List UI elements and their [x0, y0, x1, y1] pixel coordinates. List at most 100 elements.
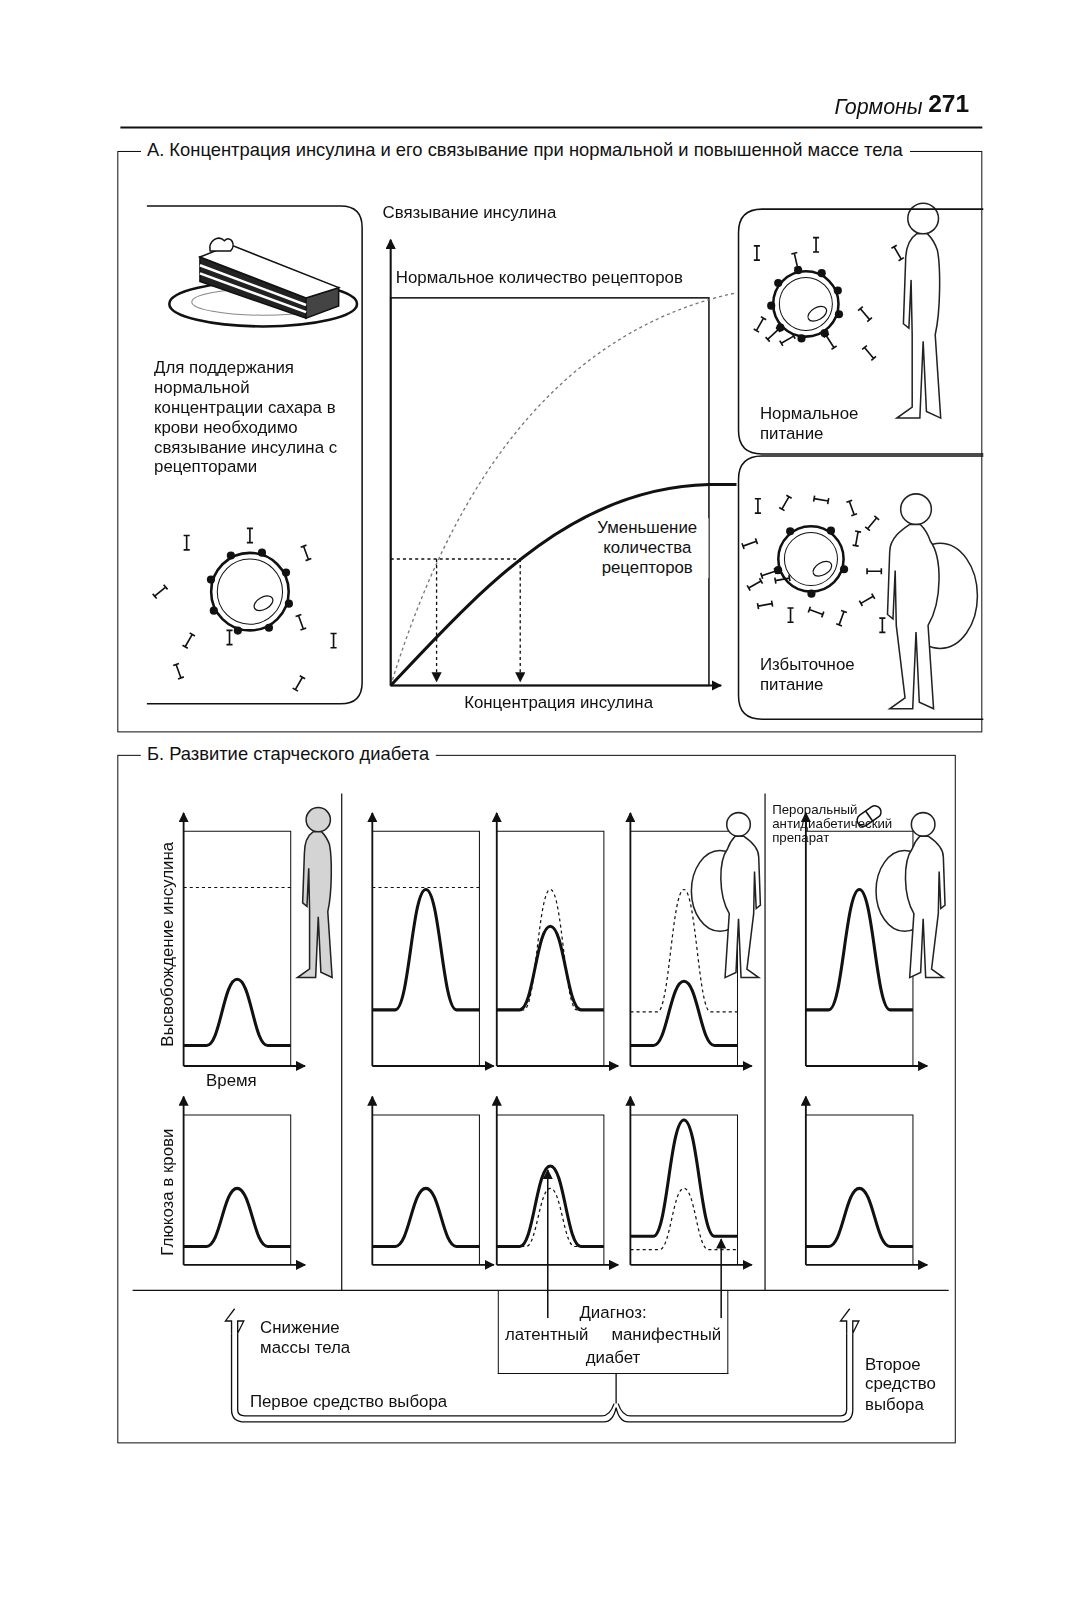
insulin-stroke: [742, 538, 758, 549]
axis-title: Связывание инсулина: [383, 203, 557, 223]
insulin-molecule: [780, 333, 795, 345]
cell-membrane: [211, 553, 289, 631]
guide-line: [391, 558, 521, 559]
head: [911, 813, 935, 837]
graph-x-axis: [806, 1065, 927, 1067]
insulin-stroke: [853, 531, 862, 546]
info-box: Для поддержания нормальной концентрации …: [147, 205, 363, 705]
person-silhouette: [897, 203, 941, 418]
insulin-molecule: [824, 334, 837, 349]
header-rule: [120, 126, 982, 128]
graph-x-axis: [184, 1065, 305, 1067]
insulin-stroke: [766, 327, 781, 341]
receptor: [210, 607, 218, 615]
insulin-curve: [630, 981, 737, 1045]
axis-title: Концентрация инсулина: [464, 693, 653, 713]
receptor: [767, 302, 775, 310]
previous-insulin-curve: [497, 889, 604, 1009]
insulin-molecule: [754, 246, 760, 260]
insulin-stroke: [226, 630, 232, 644]
insulin-molecule: [859, 594, 874, 606]
graph-y-axis: [805, 1097, 807, 1265]
glucose-curve: [497, 1166, 604, 1247]
cell-membrane: [773, 271, 838, 336]
condition-box: Нормальное питание: [738, 208, 984, 455]
insulin-stroke: [330, 633, 336, 647]
receptor: [840, 565, 848, 573]
node-text: Б. Развитие старческого диабета: [141, 744, 435, 766]
graph-x-axis: [497, 1264, 618, 1266]
graph-x-axis: [184, 1264, 305, 1266]
glucose-curve: [806, 1188, 913, 1246]
insulin-molecule: [153, 585, 168, 599]
body: [721, 836, 761, 977]
insulin-stroke: [891, 245, 903, 260]
insulin-molecule: [296, 614, 307, 630]
insulin-curve: [184, 979, 291, 1045]
person-silhouette: [888, 494, 978, 709]
reference-line: [184, 887, 291, 888]
graph-y-axis: [371, 813, 373, 1066]
cell-nucleus: [805, 303, 829, 324]
person-silhouette: [691, 813, 760, 978]
condition-box: Избыточное питание: [738, 455, 984, 720]
body: [897, 234, 941, 418]
reference-line: [372, 887, 479, 888]
person-silhouette: [876, 813, 945, 978]
insulin-molecule: [293, 676, 305, 691]
insulin-stroke: [747, 578, 762, 590]
cell-membrane: [778, 526, 843, 591]
axis-title: Глюкоза в крови: [157, 1128, 177, 1255]
insulin-stroke: [757, 601, 772, 610]
diagnosis-arrow: [720, 1239, 722, 1318]
cell-inner: [779, 277, 832, 330]
insulin-stroke: [846, 500, 857, 516]
receptor: [834, 286, 842, 294]
insulin-stroke: [824, 334, 837, 349]
insulin-stroke: [301, 545, 312, 561]
receptor: [807, 590, 815, 598]
insulin-stroke: [787, 608, 793, 622]
panel: Диагноз:латентныйманифестныйдиабетБ. Раз…: [117, 755, 955, 1444]
insulin-stroke: [755, 499, 761, 513]
insulin-stroke: [791, 253, 800, 268]
running-head: Гормоны: [834, 95, 922, 120]
insulin-molecule: [836, 610, 847, 626]
receptor: [827, 527, 835, 535]
graph-x-axis: [630, 1065, 751, 1067]
receptor: [835, 310, 843, 318]
insulin-stroke: [865, 516, 879, 531]
insulin-molecule: [757, 601, 772, 610]
node-text: Избыточное питание: [760, 655, 893, 695]
insulin-molecule: [330, 633, 336, 647]
glucose-curve: [372, 1188, 479, 1246]
insulin-molecule: [761, 568, 776, 578]
guide-line: [436, 559, 437, 681]
axis-title: Высвобождение инсулина: [157, 841, 177, 1046]
normal-binding-curve: [391, 293, 737, 686]
insulin-stroke: [182, 633, 194, 648]
curve-label: Уменьшение количества рецепторов: [587, 518, 708, 578]
graph-y-axis: [496, 813, 498, 1066]
guide-line: [520, 559, 521, 681]
insulin-molecule: [891, 245, 903, 260]
node-text: Для поддержания нормальной концентрации …: [154, 358, 358, 477]
graph-frame: [372, 1115, 479, 1265]
treatment-label: Первое средство выбора: [250, 1391, 447, 1411]
head: [901, 494, 932, 525]
node-text: Нормальное питание: [760, 404, 893, 444]
insulin-molecule: [766, 327, 781, 341]
graph-frame: [184, 1115, 291, 1265]
box-outline-path: [739, 209, 984, 454]
diagnosis-box: Диагноз:латентныйманифестныйдиабет: [498, 1290, 729, 1374]
curve-label: Нормальное количество рецепторов: [396, 267, 683, 287]
treatment-label: Второе средство выбора: [865, 1355, 949, 1415]
graph-x-axis: [806, 1264, 927, 1266]
receptor: [285, 600, 293, 608]
receptor: [818, 269, 826, 277]
insulin-stroke: [173, 663, 184, 679]
insulin-molecule: [184, 536, 190, 550]
body: [297, 832, 332, 978]
insulin-stroke: [247, 528, 253, 542]
insulin-stroke: [296, 614, 307, 630]
